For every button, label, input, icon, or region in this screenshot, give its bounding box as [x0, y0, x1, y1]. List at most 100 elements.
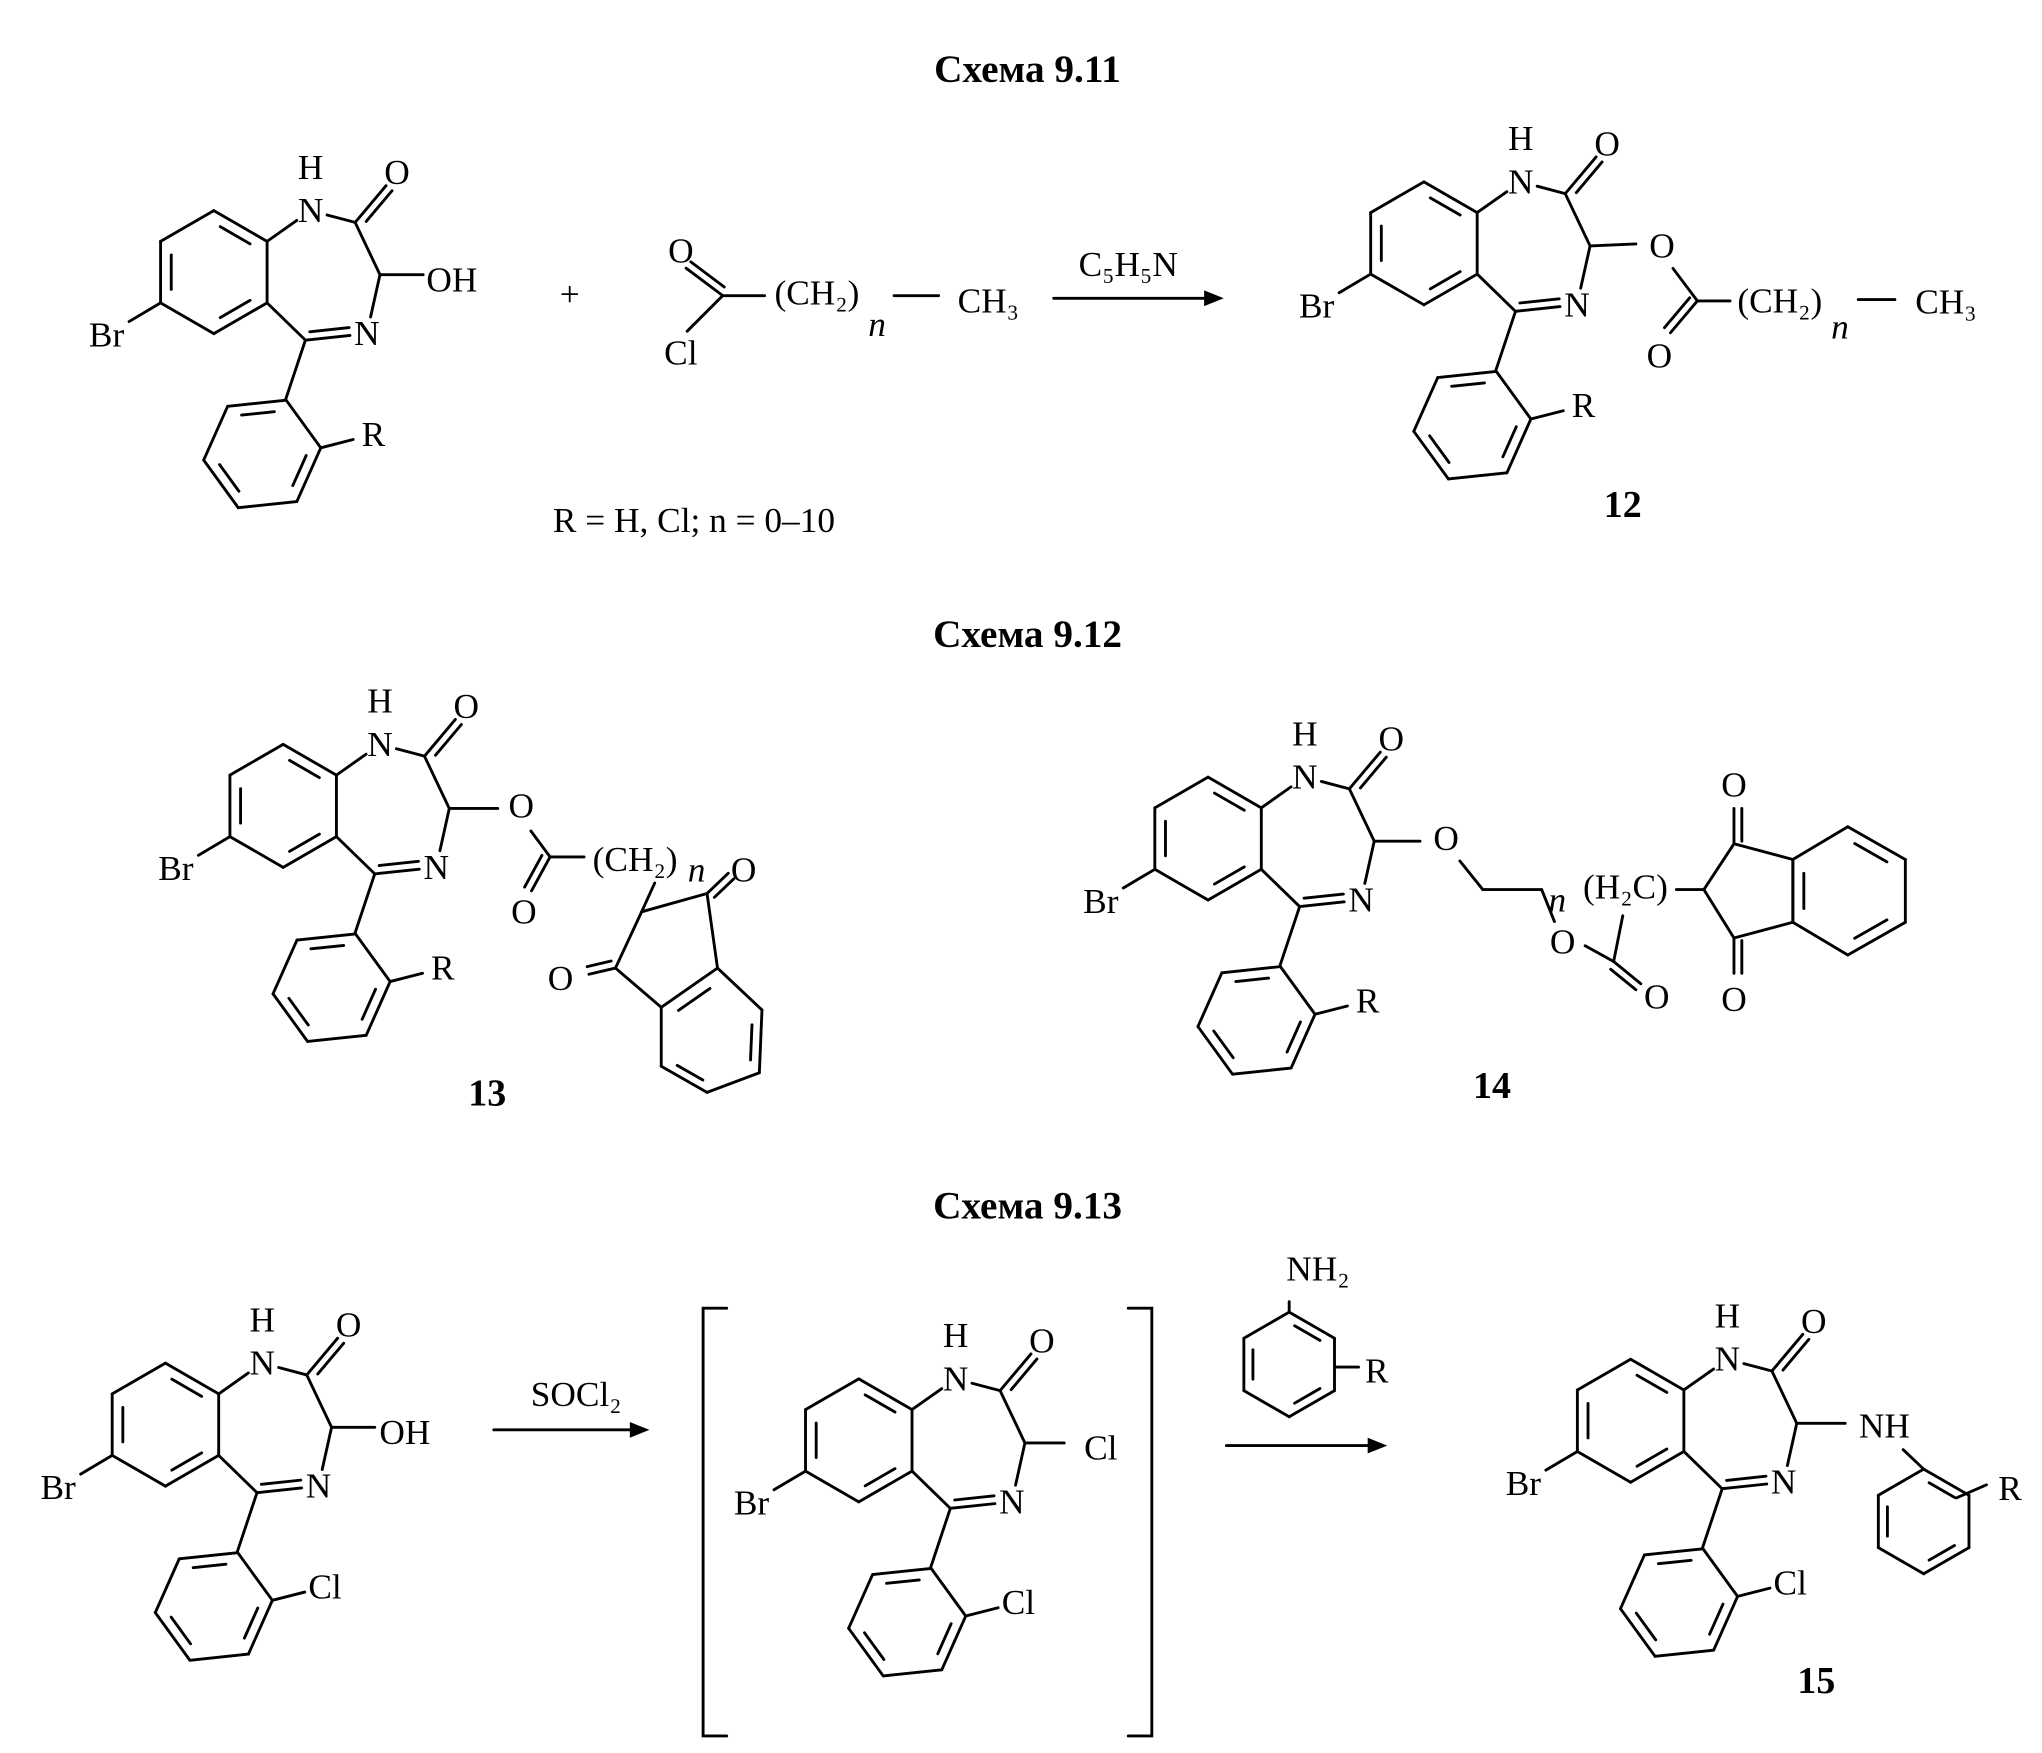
double-bond-line [377, 859, 420, 867]
subscript-n: n [688, 850, 706, 889]
bond [1575, 1357, 1633, 1392]
bond [1876, 1546, 1926, 1576]
double-bond-line [242, 1606, 260, 1640]
bond [1494, 369, 1533, 421]
double-bond-line [291, 454, 308, 488]
bond [1653, 1648, 1716, 1658]
bond [1922, 1546, 1971, 1576]
bond [163, 1361, 221, 1396]
bond [423, 754, 451, 810]
bond [217, 1371, 250, 1396]
bond [772, 1469, 807, 1492]
bond [217, 1453, 259, 1495]
atom-label: Br [158, 849, 194, 888]
bond [1629, 1450, 1686, 1484]
bond [1702, 842, 1736, 892]
plus-sign: + [560, 275, 580, 314]
atom-label: OH [379, 1413, 430, 1452]
double-bond-line [288, 758, 321, 780]
bond [1583, 944, 1616, 963]
bond [1153, 775, 1210, 810]
arrowhead [1204, 290, 1224, 307]
atom-label: N [1771, 1463, 1797, 1502]
atom-label: (CH₂) [1737, 281, 1822, 320]
bond [1770, 1369, 1799, 1425]
bond [388, 971, 424, 983]
bond [212, 209, 269, 243]
bond [423, 718, 457, 758]
bond [305, 1336, 340, 1377]
bond [1671, 267, 1699, 303]
double-bond-line [1927, 1481, 1956, 1499]
bond [1612, 914, 1625, 963]
bond [685, 294, 725, 333]
scheme-title-9-13: Схема 9.13 [933, 1185, 1122, 1228]
bond [325, 213, 357, 224]
atom-label: O [1721, 765, 1747, 804]
double-bond-line [316, 1341, 346, 1376]
bond [202, 458, 240, 510]
atom-label: H [367, 682, 393, 721]
bond [1954, 1483, 1988, 1500]
bond [284, 398, 323, 450]
bond [998, 1352, 1033, 1393]
double-bond-line [585, 959, 613, 969]
double-bond-line [749, 1023, 754, 1062]
atom-label: H [943, 1316, 969, 1355]
bond [1544, 1450, 1579, 1472]
double-bond-line [191, 1562, 228, 1570]
double-bond-line [1213, 865, 1246, 886]
bond [881, 1668, 944, 1678]
double-bond-line [1009, 1357, 1039, 1392]
bond [757, 1008, 764, 1075]
bond [1196, 971, 1224, 1028]
bond [153, 1557, 181, 1615]
atom-label: O [511, 892, 537, 931]
bond [353, 872, 377, 935]
bond [1259, 867, 1302, 909]
atom-label: N [1715, 1340, 1741, 1379]
bond [277, 1366, 309, 1377]
bond [320, 1425, 334, 1471]
bond [110, 1453, 167, 1488]
atom-label: O [731, 850, 757, 889]
scheme-title-9-12: Схема 9.12 [933, 613, 1122, 656]
atom-label: Cl [1084, 1429, 1118, 1468]
bond [716, 966, 764, 1012]
double-bond-line [1501, 425, 1518, 459]
bond [1505, 417, 1533, 475]
double-bond-line [1293, 1324, 1322, 1342]
scheme-title-9-11: Схема 9.11 [934, 48, 1121, 91]
bond [1575, 1450, 1633, 1484]
double-bond-line [259, 1478, 303, 1486]
double-bond-line [218, 225, 252, 246]
double-bond-line [1428, 196, 1462, 217]
atom-label: O [1801, 1302, 1827, 1341]
double-bond-line [863, 1631, 886, 1661]
bond [1702, 888, 1736, 940]
bond [1712, 1594, 1740, 1652]
atom-label: N [249, 1344, 275, 1383]
bond [705, 892, 719, 970]
double-bond-line [1358, 755, 1388, 790]
bond [1278, 905, 1302, 967]
bond [1876, 1467, 1926, 1497]
bond [587, 966, 617, 976]
atom-label: O [336, 1306, 362, 1345]
bond [369, 273, 382, 319]
bond [1619, 1553, 1646, 1611]
double-bond-line [1574, 160, 1604, 195]
double-bond-line [218, 298, 252, 320]
atom-label: Br [41, 1468, 77, 1507]
bond [1732, 920, 1795, 940]
double-bond-line [677, 987, 712, 1012]
bond [1369, 272, 1426, 307]
double-bond-line [1450, 381, 1486, 388]
atom-label: N [1508, 162, 1534, 201]
bond [1287, 1310, 1336, 1340]
bond [1922, 1467, 1971, 1497]
atom-label: O [384, 153, 410, 192]
bond [1846, 920, 1907, 957]
bond [303, 333, 352, 342]
